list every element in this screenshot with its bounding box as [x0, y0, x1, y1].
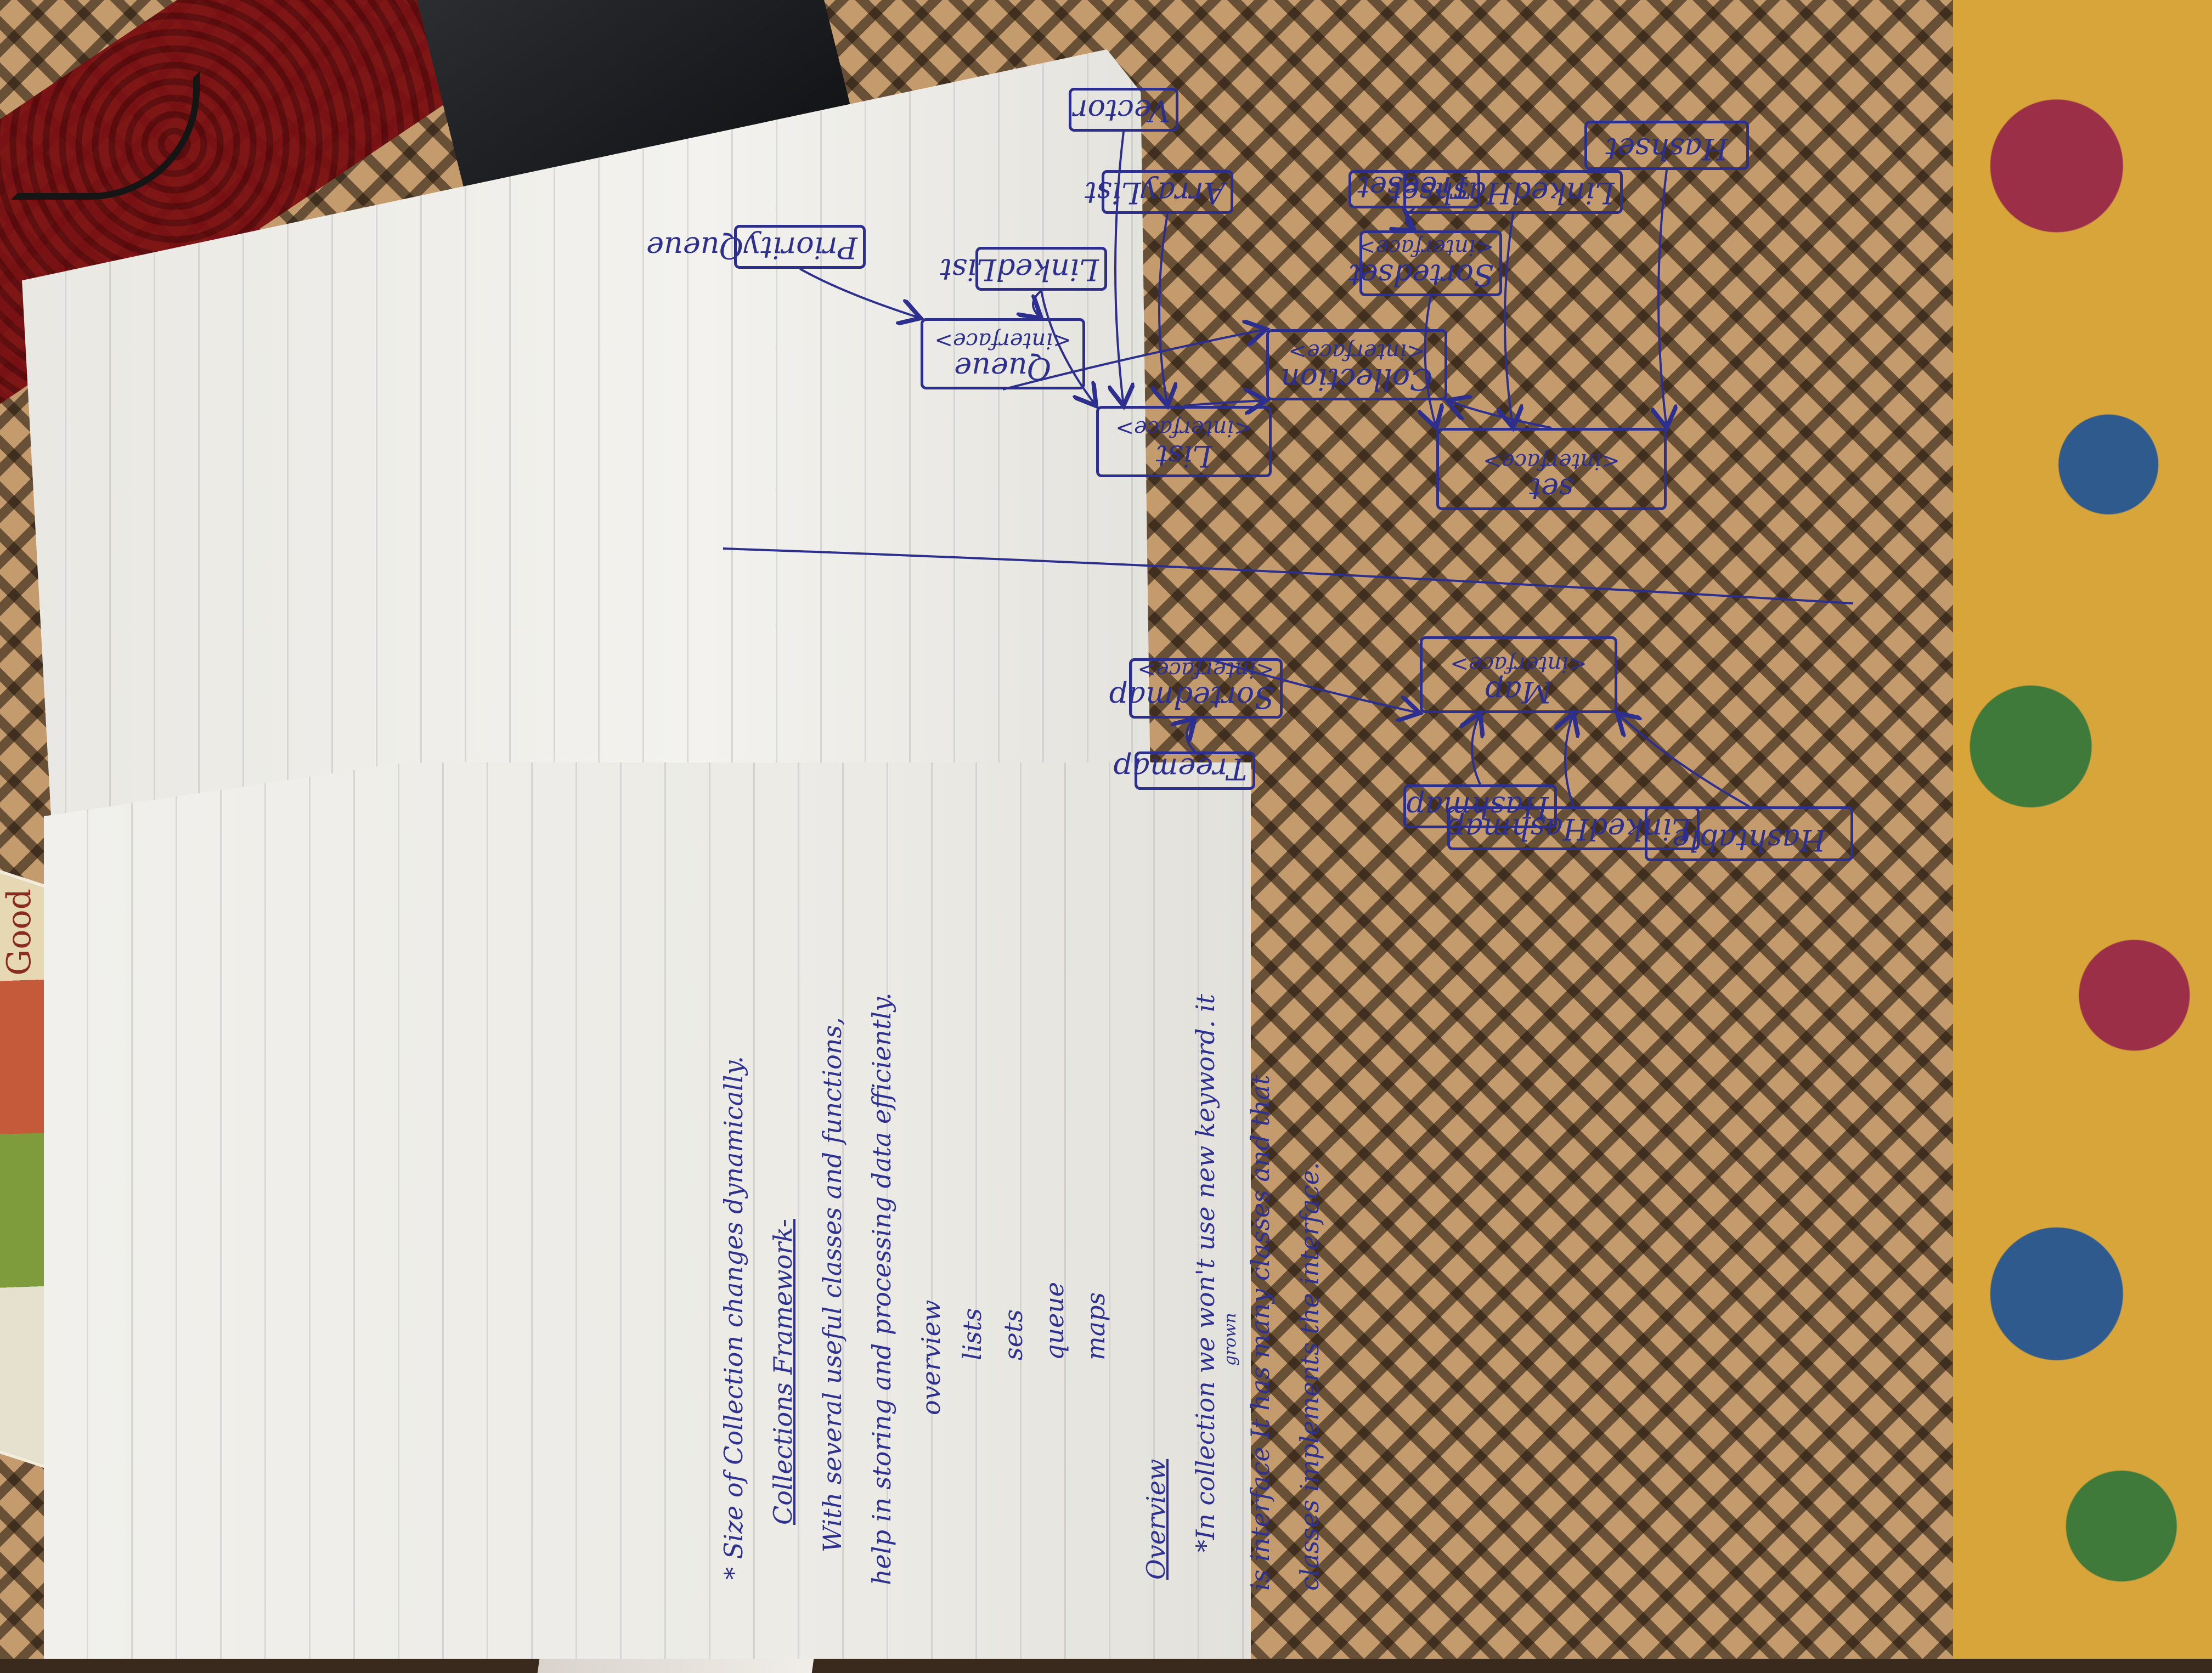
arrow-hashtable-to-map: [1617, 713, 1750, 807]
arrow-hashset-to-set: [1658, 169, 1667, 428]
node-hashset: Hashset: [1584, 121, 1749, 170]
node-hashtable: Hashtable: [1645, 806, 1853, 861]
note-line-keyword: *In collection we won't use new keyword.…: [1190, 993, 1220, 1552]
node-label: LinkedList: [940, 252, 1099, 287]
book-cover-text: Good: [0, 889, 38, 976]
arrow-linkedhashset-to-set: [1505, 213, 1513, 428]
node-collection: Collection<interface>: [1266, 329, 1447, 400]
note-line-implements: classes implements the interface.: [1295, 1162, 1324, 1591]
diagram-arrows: [723, 131, 1853, 807]
node-label: List: [1155, 439, 1212, 473]
arrow-vector-to-list: [1115, 131, 1124, 406]
node-sublabel: <interface>: [934, 328, 1071, 354]
arrow-queue-to-collection: [1002, 329, 1266, 391]
note-heading-overview: Overview: [1141, 1459, 1171, 1580]
arrow-linkedlist-to-list: [1040, 290, 1096, 406]
arrow-set-to-collection: [1447, 400, 1552, 429]
note-item-sets: sets: [998, 1309, 1028, 1360]
node-arraylist: ArrayList: [1085, 170, 1233, 214]
note-item-lists: lists: [957, 1308, 987, 1360]
note-heading-framework: Collections Framework-: [768, 1219, 798, 1525]
node-label: LinkedHashset: [1389, 176, 1615, 210]
note-line-storing: help in storing and processing data effi…: [867, 992, 896, 1585]
node-label: Queue: [954, 351, 1052, 386]
arrow-arraylist-to-list: [1159, 213, 1167, 406]
collections-hierarchy-diagram: Collection<interface>Queue<interface>Lis…: [646, 71, 1853, 894]
handwritten-notes: * Size of Collection changes dynamically…: [708, 867, 1344, 1596]
node-linkedlist: LinkedList: [940, 247, 1107, 291]
node-label: Hashset: [1605, 132, 1728, 166]
node-label: Sortedmap: [1109, 680, 1274, 715]
node-label: Vector: [1073, 93, 1170, 128]
arrow-sortedset-to-set: [1425, 296, 1436, 428]
node-vector: Vector: [1069, 88, 1178, 132]
note-insert-word: grown: [1221, 1313, 1240, 1366]
node-sortedmap: Sortedmap<interface>: [1109, 657, 1283, 719]
node-map: Map<interface>: [1420, 636, 1617, 713]
node-label: ArrayList: [1085, 176, 1225, 210]
note-item-maps: maps: [1081, 1292, 1110, 1360]
node-sublabel: <interface>: [1137, 657, 1274, 683]
node-sublabel: <interface>: [1288, 339, 1425, 365]
node-linkedhashset: LinkedHashset: [1389, 170, 1623, 214]
notebook-page-bottom: [44, 762, 1251, 1659]
arrow-treeset-to-sortedset: [1406, 208, 1414, 230]
node-sortedset: Sortedset<interface>: [1348, 230, 1502, 296]
node-treemap: Treemap: [1113, 751, 1255, 790]
note-line-classes: With several useful classes and function…: [817, 1017, 847, 1552]
node-priorityqueue: PriorityQueue: [646, 225, 866, 269]
floral-fabric: [1953, 0, 2212, 1659]
arrow-list-to-collection: [1183, 400, 1266, 406]
arrow-hashmap-to-map: [1472, 713, 1480, 785]
node-label: Hashtable: [1672, 823, 1826, 857]
node-sublabel: <interface>: [1483, 449, 1620, 474]
node-label: Map: [1485, 675, 1553, 709]
node-sublabel: <interface>: [1357, 235, 1494, 261]
arrow-linkedhashmap-to-map: [1565, 713, 1573, 807]
arrow-priorityqueue-to-queue: [799, 268, 921, 318]
note-item-queue: queue: [1040, 1281, 1069, 1360]
node-label: set: [1529, 472, 1574, 506]
node-queue: Queue<interface>: [921, 318, 1085, 389]
note-line-interface: is interface It has many classes and tha…: [1245, 1075, 1275, 1591]
node-set: set<interface>: [1436, 428, 1667, 510]
arrow-sortedmap-to-map: [1205, 657, 1420, 713]
node-sublabel: <interface>: [1115, 416, 1252, 442]
note-overview-label: overview: [916, 1299, 946, 1415]
node-list: List<interface>: [1096, 406, 1272, 477]
arrow-linkedlist-to-queue: [1033, 290, 1041, 318]
node-label: Collection: [1280, 362, 1433, 397]
node-sublabel: <interface>: [1450, 652, 1587, 677]
arrow-treemap-to-sortedmap: [1187, 719, 1195, 753]
section-divider-line: [723, 547, 1853, 604]
node-label: Sortedset: [1348, 258, 1494, 292]
node-label: PriorityQueue: [646, 230, 857, 265]
note-line-size: * Size of Collection changes dynamically…: [719, 1056, 748, 1580]
node-label: Treemap: [1113, 751, 1247, 786]
